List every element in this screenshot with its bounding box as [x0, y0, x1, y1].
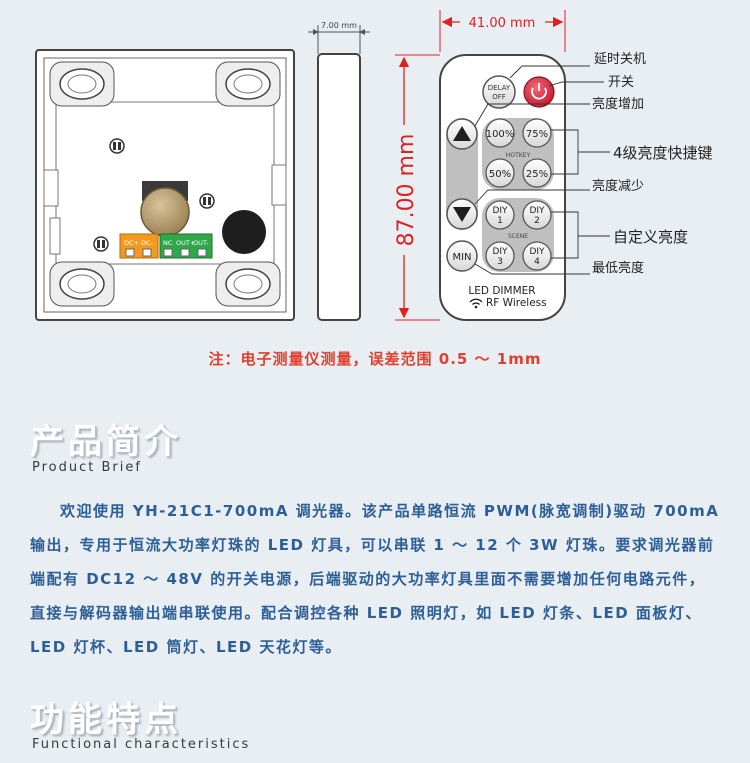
wireless-icon — [469, 298, 483, 309]
brief-title: 产品简介 — [30, 422, 182, 462]
callout-brightness-down: 亮度减少 — [592, 178, 644, 194]
diy-2-label: DIY — [529, 206, 545, 216]
hotkey-75-button[interactable]: 75% — [522, 118, 552, 148]
terminal-block-output: NC OUT+ OUT- — [159, 233, 213, 259]
hotkey-25-button[interactable]: 25% — [522, 158, 552, 188]
terminal-label-dc-plus: DC+ — [124, 239, 139, 247]
capacitor — [109, 138, 125, 154]
capacitor — [199, 193, 215, 209]
width-dimension-line: 41.00 mm — [439, 10, 566, 52]
delay-off-label-line1: DELAY — [488, 84, 511, 92]
hotkey-25-label: 25% — [526, 169, 548, 180]
brightness-up-button[interactable] — [446, 118, 478, 150]
hotkey-50-button[interactable]: 50% — [485, 158, 515, 188]
diy-1-number: 1 — [497, 216, 503, 226]
callout-min-brightness: 最低亮度 — [592, 260, 644, 276]
callout-custom-brightness: 自定义亮度 — [613, 228, 688, 246]
min-button[interactable]: MIN — [446, 240, 478, 272]
callout-power: 开关 — [608, 75, 634, 90]
diy-3-button[interactable]: DIY 3 — [485, 241, 515, 271]
features-subtitle: Functional characteristics — [32, 737, 251, 752]
features-title: 功能特点 — [30, 700, 182, 740]
depth-dimension: 7.00 mm — [321, 21, 357, 30]
hotkey-50-label: 50% — [489, 169, 511, 180]
measurement-note: 注：电子测量仪测量，误差范围 0.5 ～ 1mm — [208, 350, 542, 368]
height-dimension-line: 87.00 mm — [394, 54, 440, 321]
mounting-lug-top-left — [49, 61, 115, 107]
terminal-label-out-minus: OUT- — [193, 239, 209, 247]
terminal-label-nc: NC — [163, 239, 173, 247]
min-label: MIN — [452, 252, 471, 263]
callout-hotkey-levels: 4级亮度快捷键 — [613, 144, 713, 162]
triangle-up-icon — [453, 126, 471, 141]
power-icon — [531, 83, 547, 100]
terminal-label-dc-minus: DC- — [141, 239, 154, 247]
dimmer-knob — [140, 181, 190, 237]
height-dimension: 87.00 mm — [394, 134, 419, 247]
width-dimension: 41.00 mm — [469, 16, 536, 31]
hotkey-100-button[interactable]: 100% — [485, 118, 515, 148]
power-button[interactable] — [523, 76, 555, 108]
hotkey-group-label: HOTKEY — [506, 152, 531, 159]
brightness-down-button[interactable] — [446, 198, 478, 230]
diy-3-label: DIY — [492, 247, 508, 257]
callout-delay-off: 延时关机 — [594, 52, 646, 67]
brand-line-1: LED DIMMER — [468, 285, 535, 297]
callout-brightness-up: 亮度增加 — [592, 96, 644, 112]
rf-receiver — [222, 210, 266, 254]
delay-off-button[interactable]: DELAY OFF — [482, 75, 516, 109]
brief-text-block: 欢迎使用 YH-21C1-700mA 调光器。该产品单路恒流 PWM(脉宽调制)… — [30, 494, 720, 664]
triangle-down-icon — [453, 207, 471, 222]
remote-control: DELAY OFF 100% — [439, 54, 566, 321]
diy-4-number: 4 — [534, 257, 540, 267]
housing-rear-view: DC+ DC- NC OUT+ OUT- — [35, 49, 295, 321]
diy-4-label: DIY — [529, 247, 545, 257]
terminal-block-input: DC+ DC- — [119, 233, 159, 259]
brand-line-2: RF Wireless — [486, 297, 547, 309]
housing-side-view: 7.00 mm — [308, 21, 370, 321]
terminal-label-out-plus: OUT+ — [176, 239, 195, 247]
capacitor — [93, 236, 109, 252]
diy-2-button[interactable]: DIY 2 — [522, 200, 552, 230]
diy-3-number: 3 — [497, 257, 503, 267]
mounting-lug-top-right — [215, 61, 281, 107]
scene-group-label: SCENE — [508, 233, 528, 240]
brief-paragraph: 欢迎使用 YH-21C1-700mA 调光器。该产品单路恒流 PWM(脉宽调制)… — [30, 502, 720, 656]
diy-1-label: DIY — [492, 206, 508, 216]
callout-lines — [474, 65, 610, 275]
technical-drawing: DC+ DC- NC OUT+ OUT- 7.00 mm — [35, 10, 713, 321]
brief-subtitle: Product Brief — [32, 460, 142, 475]
delay-off-label-line2: OFF — [492, 93, 506, 101]
mounting-lug-bottom-left — [49, 261, 115, 307]
hotkey-100-label: 100% — [486, 129, 515, 140]
diy-2-number: 2 — [534, 216, 540, 226]
hotkey-75-label: 75% — [526, 129, 548, 140]
diy-1-button[interactable]: DIY 1 — [485, 200, 515, 230]
diy-4-button[interactable]: DIY 4 — [522, 241, 552, 271]
mounting-lug-bottom-right — [215, 261, 281, 307]
